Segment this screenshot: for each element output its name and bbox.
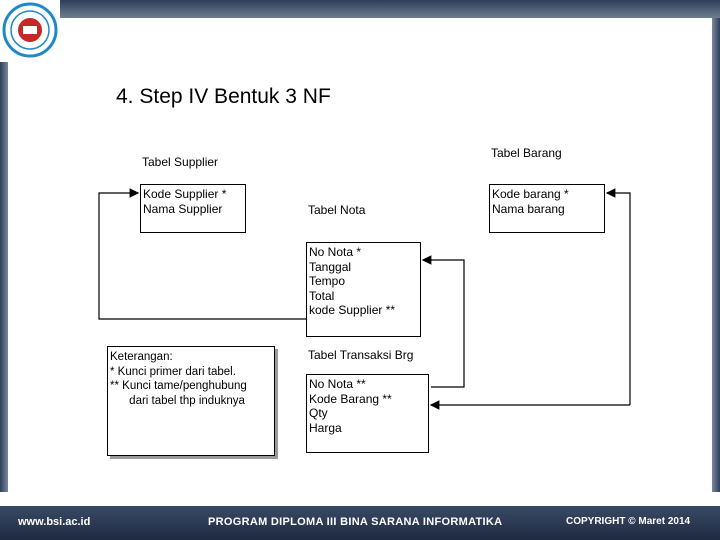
bsi-logo-icon	[2, 2, 58, 58]
slide-frame-right	[712, 18, 720, 492]
field-kode-supplier: Kode Supplier *	[143, 187, 227, 201]
legend-heading: Keterangan:	[110, 351, 173, 363]
field-kode-supplier-fk: kode Supplier **	[309, 303, 396, 317]
legend-box: Keterangan: * Kunci primer dari tabel. *…	[107, 346, 275, 456]
footer-copyright: COPYRIGHT © Maret 2014	[566, 516, 691, 527]
table-transaksi-box: No Nota ** Kode Barang ** Qty Harga	[306, 374, 429, 453]
footer-program: PROGRAM DIPLOMA III BINA SARANA INFORMAT…	[208, 516, 503, 528]
table-nota-box: No Nota * Tanggal Tempo Total kode Suppl…	[306, 242, 421, 337]
field-tempo: Tempo	[309, 274, 346, 288]
field-nama-supplier: Nama Supplier	[143, 201, 223, 216]
table-barang-box: Kode barang * Nama barang	[489, 184, 605, 233]
field-no-nota-fk: No Nota **	[309, 377, 366, 391]
legend-foreign-key: ** Kunci tame/penghubung	[110, 380, 247, 392]
footer-url: www.bsi.ac.id	[18, 516, 91, 528]
field-nama-barang: Nama barang	[492, 201, 565, 216]
field-qty: Qty	[309, 406, 328, 420]
legend-primary-key: * Kunci primer dari tabel.	[110, 365, 236, 378]
field-kode-barang: Kode barang *	[492, 187, 569, 201]
legend-foreign-key-cont: dari tabel thp induknya	[110, 394, 245, 407]
connector-barang-transaksi	[605, 188, 631, 405]
connector-supplier-nota	[98, 188, 306, 320]
connector-nota-transaksi	[421, 255, 465, 388]
table-barang-label: Tabel Barang	[491, 146, 562, 160]
field-total: Total	[309, 288, 335, 303]
table-supplier-box: Kode Supplier * Nama Supplier	[140, 184, 246, 233]
slide-frame-left	[0, 62, 8, 492]
slide-frame-top	[60, 0, 720, 18]
table-nota-label: Tabel Nota	[308, 203, 366, 217]
slide-title: 4. Step IV Bentuk 3 NF	[116, 85, 331, 108]
table-supplier-label: Tabel Supplier	[142, 155, 219, 169]
field-harga: Harga	[309, 420, 342, 435]
field-tanggal: Tanggal	[309, 259, 352, 274]
field-kode-barang-fk: Kode Barang **	[309, 391, 392, 406]
footer-bar	[0, 506, 720, 540]
table-transaksi-label: Tabel Transaksi Brg	[308, 348, 414, 362]
field-no-nota: No Nota *	[309, 245, 362, 259]
